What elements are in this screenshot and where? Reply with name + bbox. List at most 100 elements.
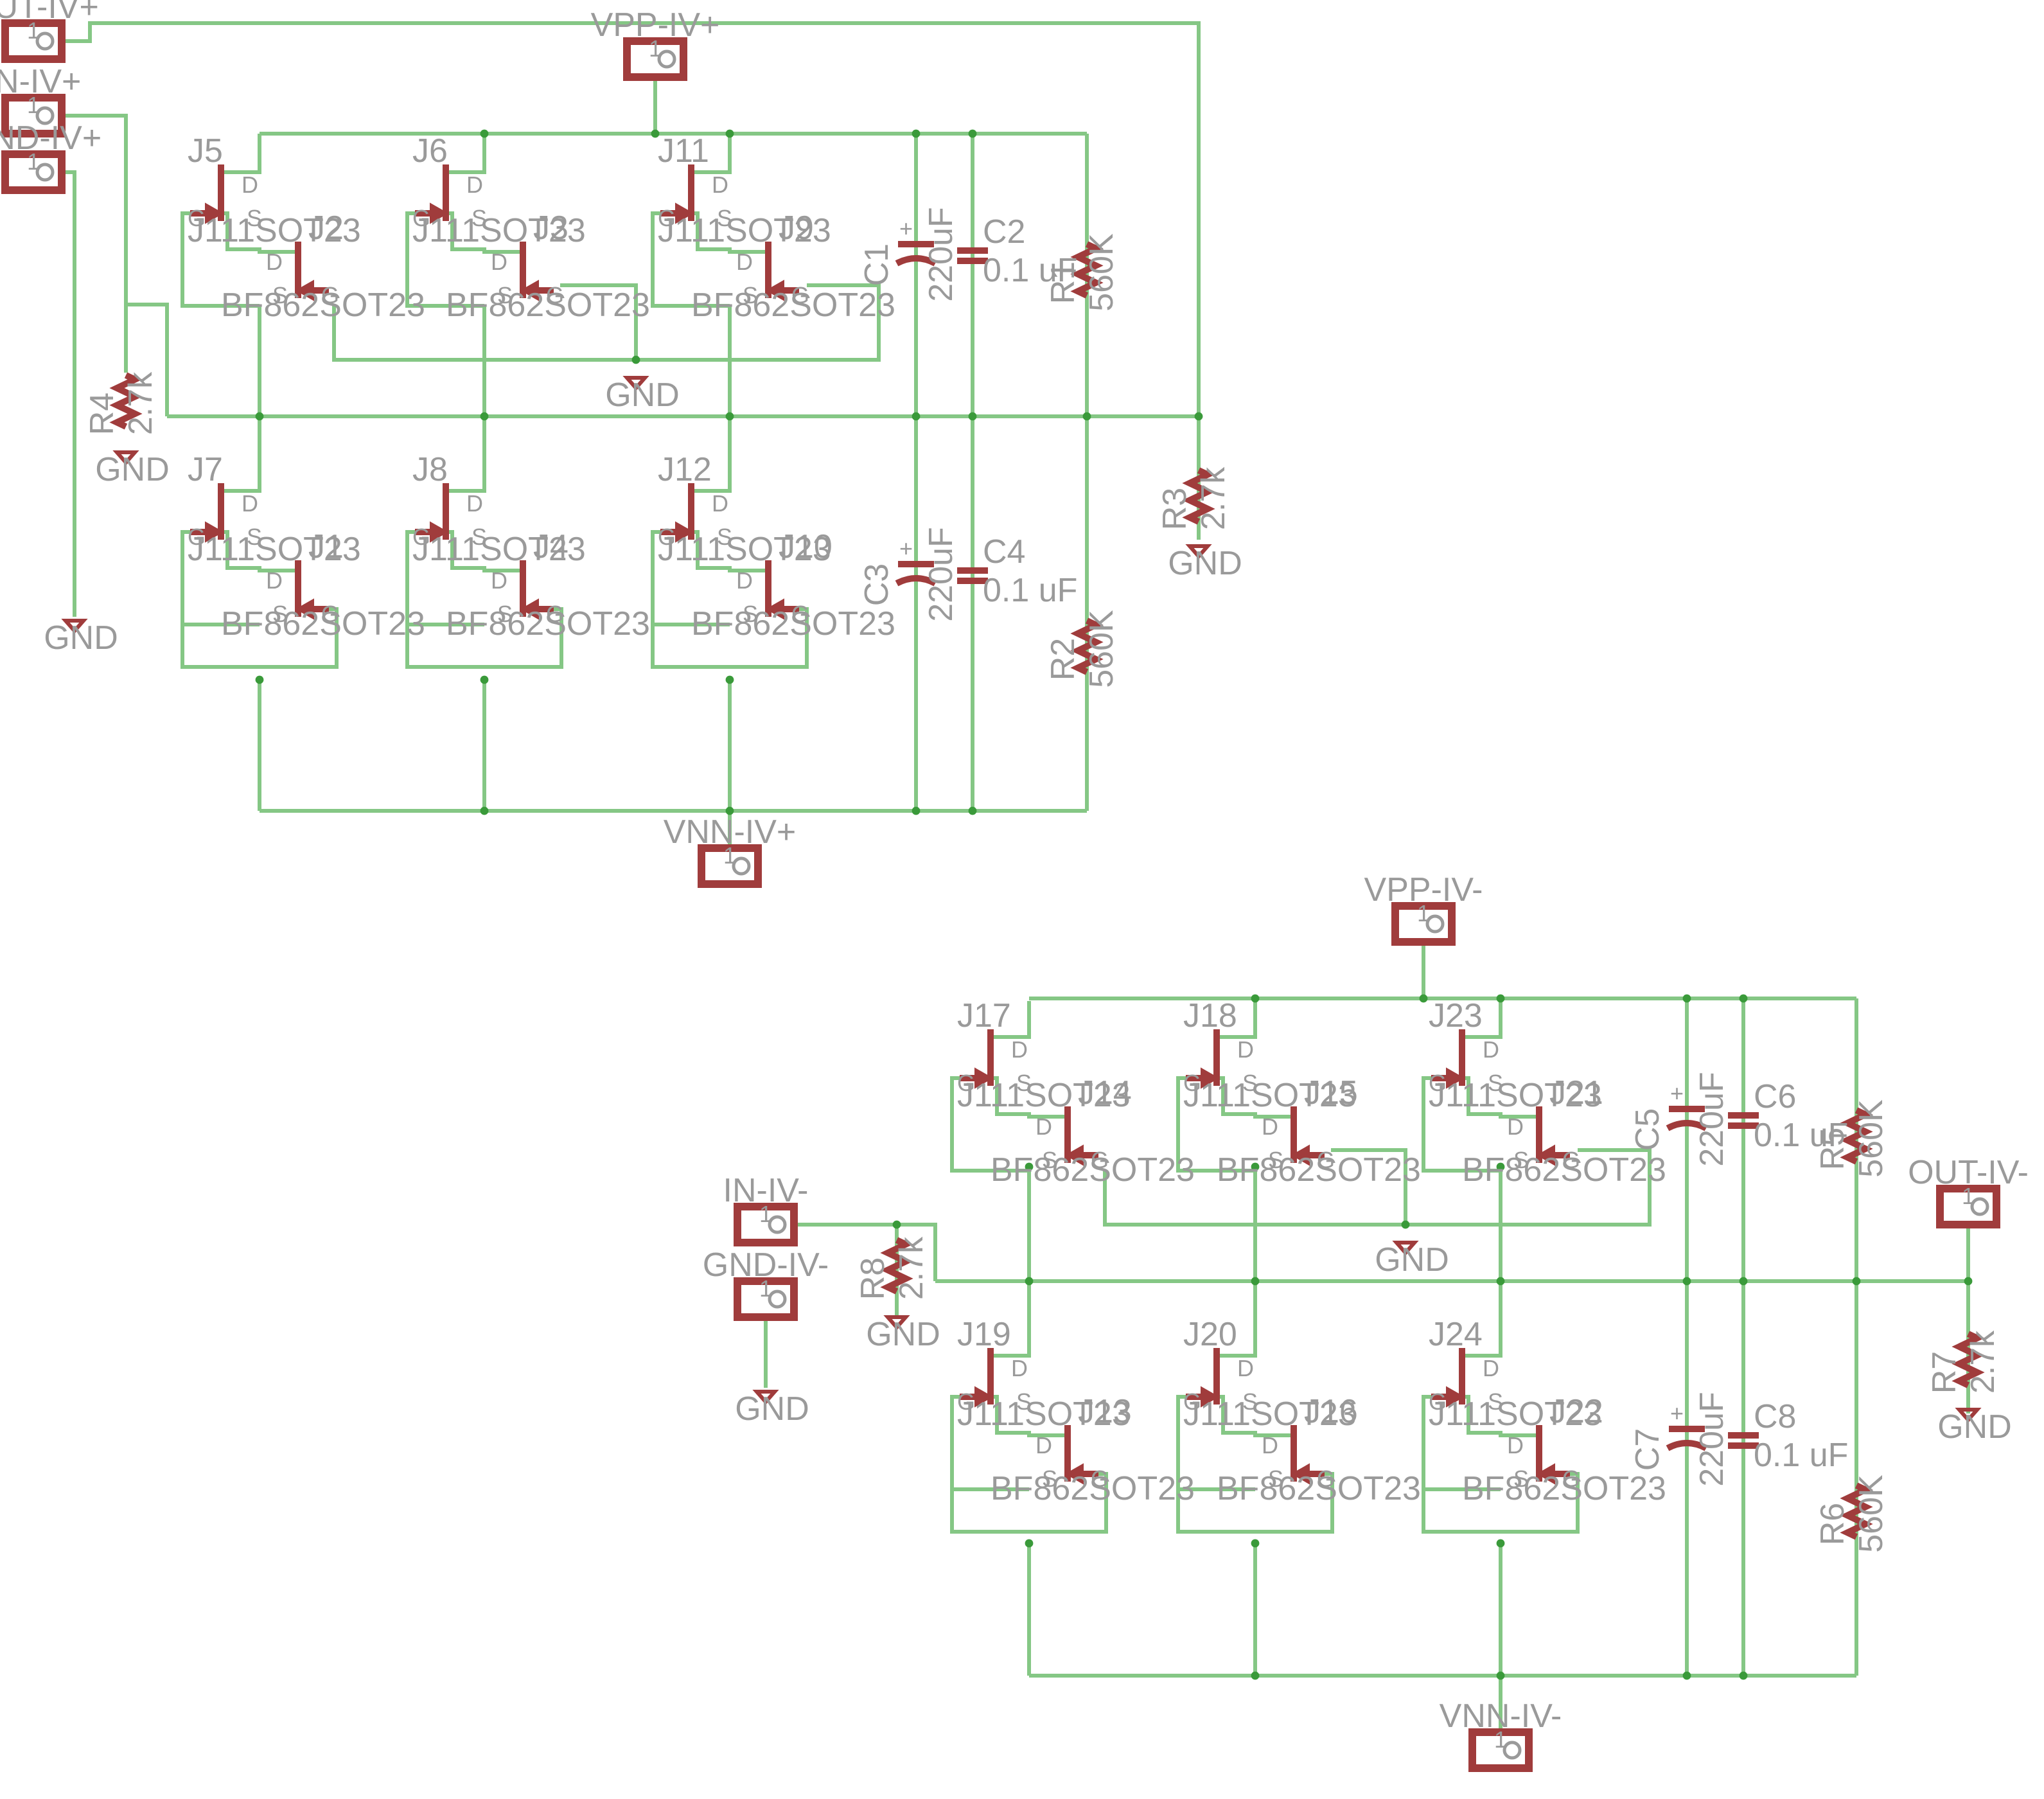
- connector-gnd-iv-minus[interactable]: [734, 1277, 798, 1321]
- junction-dot: [1496, 1671, 1505, 1680]
- connector-in-iv-plus-name: IN-IV+: [0, 63, 81, 100]
- capacitor-c1: [895, 241, 937, 267]
- cascode-j6-j3-bf862-part: BF862SOT23: [446, 287, 650, 324]
- junction-dot: [1682, 1671, 1691, 1680]
- gnd-symbol-gnd-iv-plus-label: GND: [44, 619, 118, 657]
- junction-dot: [725, 675, 734, 684]
- cascode-j7-j1-j111-s: S: [247, 524, 262, 550]
- connector-vnn-iv-plus[interactable]: [698, 844, 762, 888]
- cascode-j19-j13-bf862-s: S: [1042, 1466, 1057, 1492]
- cascode-j17-j14-bf862-part: BF862SOT23: [991, 1151, 1195, 1189]
- wire-38: [405, 607, 563, 669]
- wire-24: [221, 211, 298, 254]
- cascode-j24-j22-j111-g: G: [1429, 1388, 1447, 1415]
- cascode-j24-j22-j111-part: J111SOT23: [1429, 1396, 1602, 1433]
- junction-dot: [1401, 1220, 1410, 1229]
- capacitor-c6-designator: C6: [1754, 1078, 1796, 1115]
- cascode-j23-j21-j111-s: S: [1488, 1070, 1503, 1096]
- cascode-j12-j10-j111-designator: J12: [658, 451, 712, 488]
- connector-gnd-iv-minus-body: [734, 1277, 798, 1321]
- wire-56: [1331, 1148, 1407, 1225]
- cascode-j17-j14-bf862-g: G: [1091, 1147, 1109, 1173]
- wire-48: [794, 1223, 937, 1281]
- cascode-j11-j9-j111-g: G: [658, 205, 676, 231]
- cascode-j11-j9-bf862-part: BF862SOT23: [691, 287, 895, 324]
- cascode-j20-j16-bf862-g: G: [1317, 1466, 1335, 1492]
- connector-in-iv-minus-body: [734, 1203, 798, 1246]
- resistor-r1-value: 560K: [1083, 233, 1120, 312]
- capacitor-c2: [957, 247, 988, 264]
- junction-dot: [1852, 1277, 1861, 1286]
- junction-dot: [1251, 1539, 1260, 1548]
- gnd-symbol-r7: [1955, 1408, 1982, 1423]
- resistor-r3: [1182, 467, 1215, 525]
- junction-dot: [912, 129, 921, 138]
- gnd-symbol-r8-label: GND: [866, 1316, 940, 1353]
- cascode-j20-j16-bf862-designator: J16: [1304, 1393, 1358, 1430]
- cascode-j8-j4-bf862-arrow: [520, 598, 539, 620]
- connector-gnd-iv-plus[interactable]: [1, 150, 66, 194]
- resistor-r3-designator: R3: [1156, 488, 1194, 530]
- connector-vnn-iv-minus[interactable]: [1468, 1728, 1533, 1772]
- cascode-j23-j21-j111-d: D: [1483, 1036, 1499, 1063]
- wire-25: [446, 136, 486, 174]
- cascode-j8-j4-bf862-g: G: [546, 601, 564, 627]
- cascode-j6-j3-bf862-s: S: [497, 282, 513, 308]
- cascode-j19-j13-bf862-designator: J13: [1078, 1393, 1132, 1430]
- connector-vnn-iv-plus-pin-number: 1: [723, 842, 736, 869]
- resistor-r7-value: 2.7k: [1964, 1330, 2002, 1394]
- cascode-j19-j13-bf862-part: BF862SOT23: [991, 1470, 1195, 1507]
- connector-out-iv-plus-name: OUT-IV+: [0, 0, 99, 26]
- cascode-j17-j14-bf862-d: D: [1035, 1113, 1052, 1140]
- resistor-r8-value: 2.7k: [893, 1236, 930, 1300]
- connector-gnd-iv-plus-body: [1, 150, 66, 194]
- cascode-j7-j1-j111-designator: J7: [188, 451, 223, 488]
- cascode-j19-j13: [960, 1348, 1098, 1485]
- cascode-j23-j21-bf862-designator: J21: [1549, 1074, 1603, 1112]
- connector-gnd-iv-minus-name: GND-IV-: [703, 1246, 829, 1284]
- junction-dot: [480, 412, 489, 421]
- connector-out-iv-plus[interactable]: [1, 19, 66, 63]
- gnd-symbol-top-gate-label: GND: [605, 377, 680, 414]
- cascode-j19-j13-j111-s: S: [1016, 1388, 1032, 1415]
- connector-vpp-iv-plus[interactable]: [623, 37, 687, 81]
- junction-dot: [1251, 1671, 1260, 1680]
- junction-dot: [1251, 1277, 1260, 1286]
- junction-dot: [1025, 1277, 1034, 1286]
- cascode-j11-j9-j111-s: S: [717, 205, 732, 231]
- wire-34: [181, 607, 339, 669]
- junction-dot: [1025, 1162, 1034, 1171]
- resistor-r7-designator: R7: [1926, 1351, 1963, 1394]
- wire-55: [1103, 1148, 1652, 1227]
- wire-79: [1176, 1472, 1334, 1534]
- wire-22: [221, 136, 261, 174]
- cascode-j17-j14-j111-designator: J17: [957, 997, 1011, 1034]
- capacitor-c6: [1728, 1112, 1759, 1129]
- capacitor-c4-designator: C4: [983, 533, 1025, 571]
- connector-in-iv-plus[interactable]: [1, 94, 66, 137]
- connector-in-iv-minus[interactable]: [734, 1203, 798, 1246]
- capacitor-c6-value: 0.1 uF: [1754, 1117, 1848, 1154]
- connector-gnd-iv-plus-pad: [35, 163, 55, 182]
- resistor-r3-value: 2.7k: [1195, 466, 1232, 530]
- connector-out-iv-plus-body: [1, 19, 66, 63]
- cascode-j20-j16-j111-d: D: [1237, 1355, 1254, 1381]
- connector-vpp-iv-minus[interactable]: [1391, 902, 1456, 946]
- junction-dot: [912, 806, 921, 815]
- cascode-j23-j21-bf862-arrow: [1536, 1144, 1555, 1166]
- connector-gnd-iv-plus-pin-number: 1: [27, 148, 40, 175]
- gnd-symbol-gnd-iv-minus: [752, 1390, 779, 1405]
- cascode-j24-j22-bf862-arrow: [1536, 1463, 1555, 1485]
- cascode-j18-j15-bf862-g: G: [1317, 1147, 1335, 1173]
- cascode-j11-j9-j111-d: D: [712, 172, 728, 198]
- connector-out-iv-minus[interactable]: [1936, 1185, 2000, 1228]
- junction-dot: [725, 806, 734, 815]
- connector-vpp-iv-minus-pad: [1425, 914, 1445, 934]
- capacitor-c8: [1728, 1432, 1759, 1449]
- wire-13: [332, 283, 881, 362]
- capacitor-c5-designator: C5: [1629, 1108, 1666, 1151]
- cascode-j12-j10-bf862-part: BF862SOT23: [691, 605, 895, 642]
- junction-dot: [1496, 1277, 1505, 1286]
- capacitor-c7-plate-neg: [1666, 1440, 1708, 1451]
- cascode-j19-j13-bf862-arrow: [1064, 1463, 1084, 1485]
